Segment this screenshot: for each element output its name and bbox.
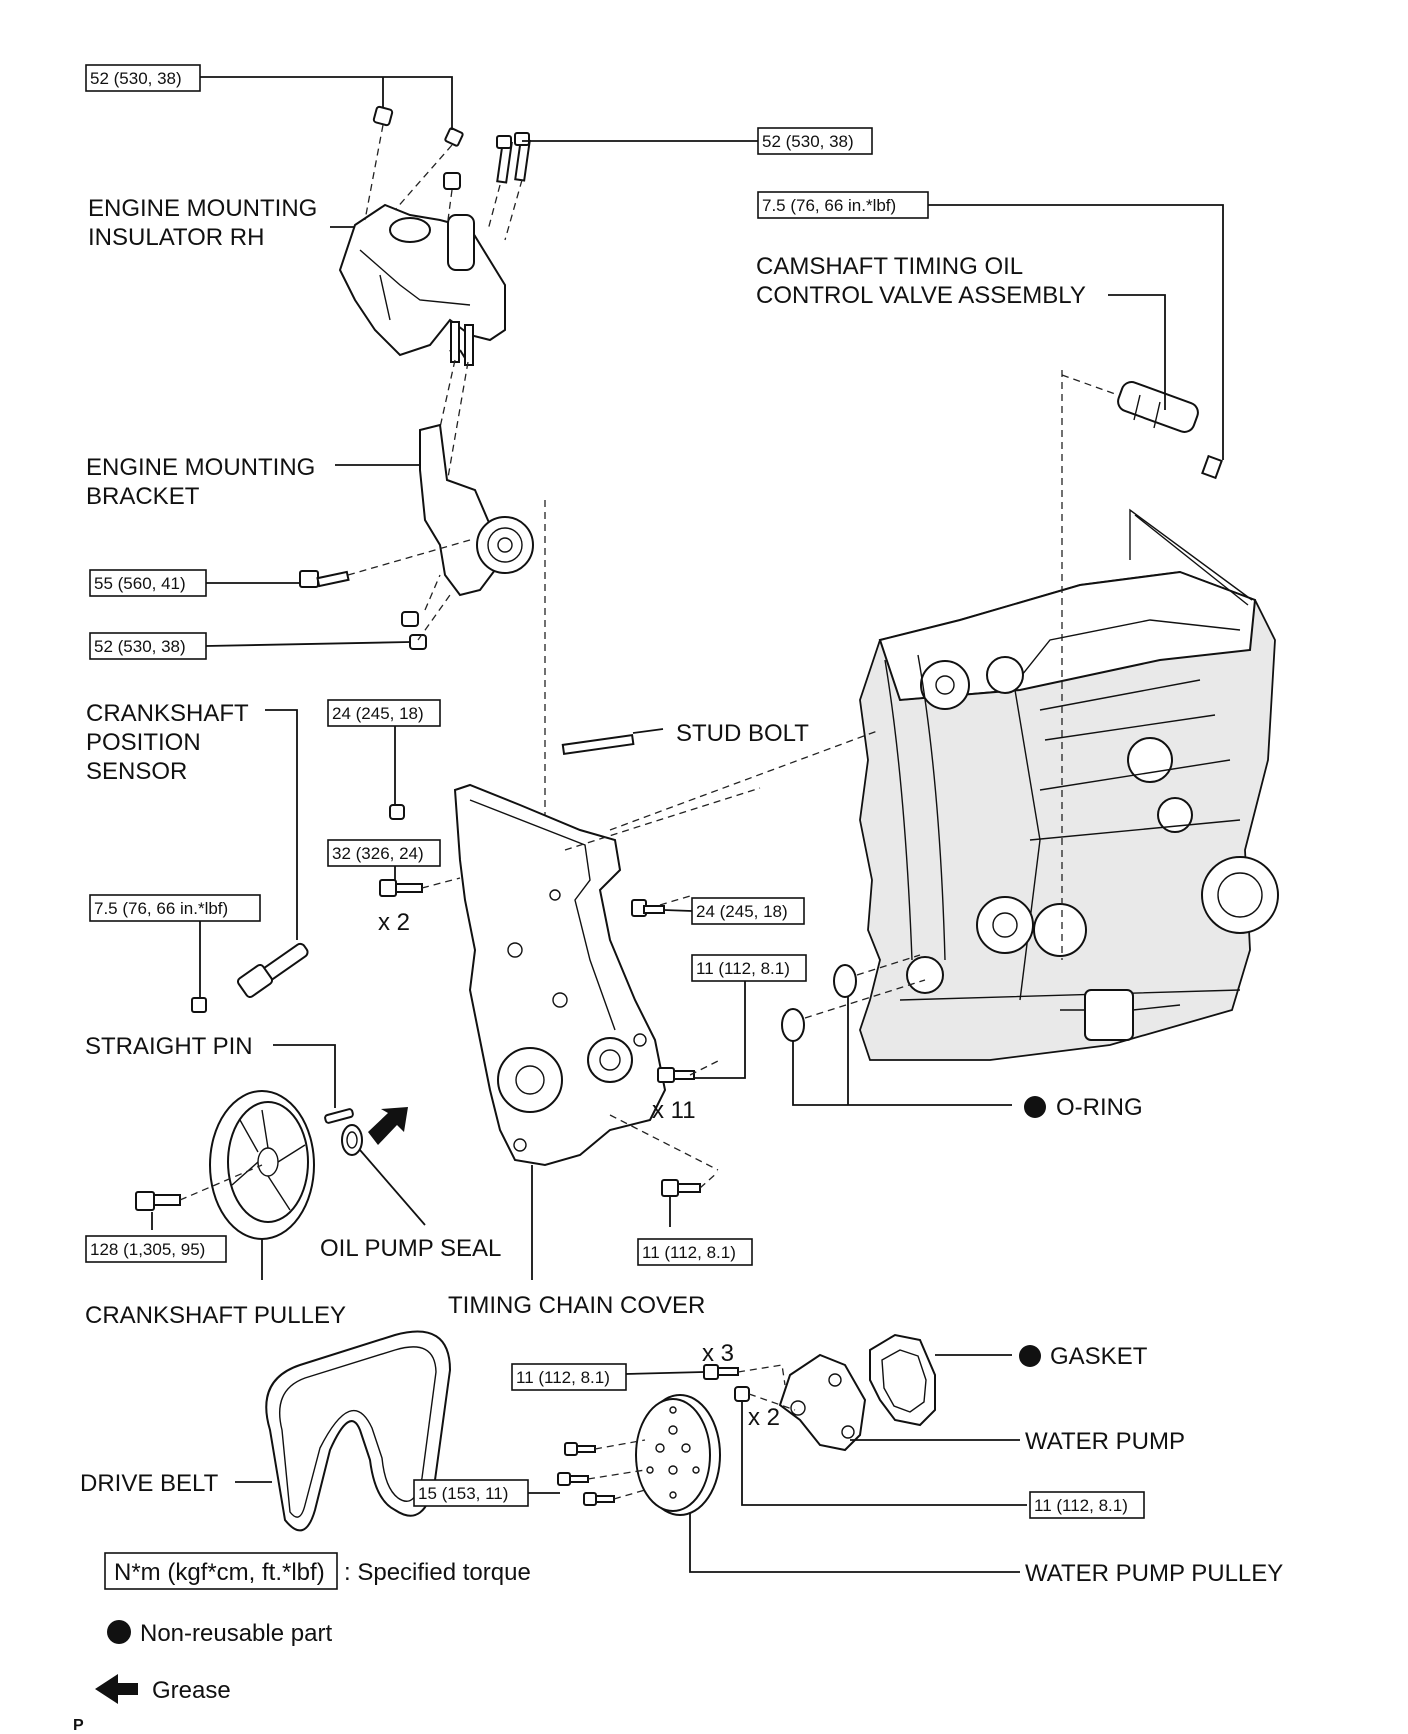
grease-legend-arrow-icon <box>95 1674 138 1704</box>
torque-crank-pulley-bolt: 128 (1,305, 95) <box>90 1240 205 1259</box>
qty-pump-nuts: x 2 <box>748 1404 780 1431</box>
pulley-dashed-line <box>179 1164 263 1201</box>
torque-cover-bolts-x11: 11 (112, 8.1) <box>696 959 790 978</box>
qty-cover-bolt: x 2 <box>378 909 410 936</box>
label-engine-mounting-bracket-line2: BRACKET <box>86 483 200 510</box>
legend-torque-text: : Specified torque <box>344 1559 531 1586</box>
label-engine-mounting-insulator-line2: INSULATOR RH <box>88 224 264 251</box>
label-crankshaft-position-sensor-line2: POSITION <box>86 729 201 756</box>
torque-cover-bottom-bolt: 11 (112, 8.1) <box>642 1243 736 1262</box>
quantity-labels: x 2 x 11 x 3 x 2 <box>378 909 780 1431</box>
timing-chain-cover <box>453 783 667 1167</box>
torque-bracket-nut: 52 (530, 38) <box>94 637 186 656</box>
legend-grease-text: Grease <box>152 1677 231 1704</box>
label-crankshaft-position-sensor-line3: SENSOR <box>86 758 187 785</box>
legend-torque-box-text: N*m (kgf*cm, ft.*lbf) <box>114 1559 325 1586</box>
torque-pulley-bolts: 15 (153, 11) <box>418 1484 508 1503</box>
non-reusable-dot-icon <box>1024 1096 1046 1118</box>
insulator-dashed-lines <box>364 124 523 496</box>
engine-mounting-bracket <box>299 423 534 650</box>
label-crankshaft-position-sensor-line1: CRANKSHAFT <box>86 700 249 727</box>
torque-water-pump-bolts-x3: 11 (112, 8.1) <box>516 1368 610 1387</box>
crankshaft-pulley-part <box>135 1090 315 1240</box>
grease-arrow-icon <box>368 1107 408 1145</box>
bracket-dashed-lines <box>347 500 546 1010</box>
label-camshaft-valve-line1: CAMSHAFT TIMING OIL <box>756 253 1023 280</box>
drive-belt-part <box>265 1330 452 1532</box>
label-camshaft-valve-line2: CONTROL VALVE ASSEMBLY <box>756 282 1086 309</box>
part-labels: ENGINE MOUNTING INSULATOR RH CAMSHAFT TI… <box>80 195 1283 1587</box>
torque-insulator-top: 52 (530, 38) <box>90 69 182 88</box>
corner-mark: P <box>73 1717 84 1734</box>
insulator-fasteners <box>372 105 531 190</box>
camshaft-timing-oil-control-valve <box>1117 381 1223 480</box>
torque-sensor-bolt: 7.5 (76, 66 in.*lbf) <box>94 899 228 918</box>
torque-cover-bolt-x2: 32 (326, 24) <box>332 844 424 863</box>
o-ring-dashed-lines <box>804 954 926 1019</box>
timing-cover-fasteners <box>379 734 701 1197</box>
label-o-ring: O-RING <box>1056 1094 1143 1121</box>
crankshaft-position-sensor-part <box>191 942 309 1013</box>
leader-lines <box>151 76 1224 1573</box>
water-pump-fasteners <box>557 1364 750 1506</box>
non-reusable-legend-icon <box>107 1620 131 1644</box>
o-rings <box>781 964 857 1042</box>
label-water-pump-pulley: WATER PUMP PULLEY <box>1025 1560 1283 1587</box>
legend: N*m (kgf*cm, ft.*lbf) : Specified torque… <box>95 1552 531 1704</box>
gasket-part <box>869 1333 936 1427</box>
legend-non-reusable-text: Non-reusable part <box>140 1620 332 1647</box>
qty-cover-bolts: x 11 <box>652 1097 696 1124</box>
water-pump-pulley-part <box>635 1394 721 1516</box>
label-straight-pin: STRAIGHT PIN <box>85 1033 253 1060</box>
label-stud-bolt: STUD BOLT <box>676 720 809 747</box>
torque-camshaft-valve-bolt: 7.5 (76, 66 in.*lbf) <box>762 196 896 215</box>
water-pump-dashed-lines <box>587 1364 796 1500</box>
non-reusable-dot-icon <box>1019 1345 1041 1367</box>
camshaft-valve-dashed-path <box>1061 374 1119 396</box>
label-drive-belt: DRIVE BELT <box>80 1470 219 1497</box>
torque-cover-stud-nut: 24 (245, 18) <box>696 902 788 921</box>
water-pump-part <box>778 1353 867 1452</box>
torque-cover-nut: 24 (245, 18) <box>332 704 424 723</box>
cover-dashed-lines <box>421 729 881 1189</box>
torque-insulator-bolts: 52 (530, 38) <box>762 132 854 151</box>
label-gasket: GASKET <box>1050 1343 1148 1370</box>
label-water-pump: WATER PUMP <box>1025 1428 1185 1455</box>
engine-mounting-insulator-rh <box>338 203 506 366</box>
qty-pump-bolts: x 3 <box>702 1340 734 1367</box>
label-oil-pump-seal: OIL PUMP SEAL <box>320 1235 501 1262</box>
label-timing-chain-cover: TIMING CHAIN COVER <box>448 1292 705 1319</box>
torque-specs: 52 (530, 38) 52 (530, 38) 7.5 (76, 66 in… <box>85 64 1145 1519</box>
torque-bracket-bolt: 55 (560, 41) <box>94 574 186 593</box>
label-engine-mounting-insulator-line1: ENGINE MOUNTING <box>88 195 317 222</box>
straight-pin-and-seal <box>324 1107 408 1156</box>
label-engine-mounting-bracket-line1: ENGINE MOUNTING <box>86 454 315 481</box>
engine-block-illustration <box>859 508 1279 1061</box>
label-crankshaft-pulley: CRANKSHAFT PULLEY <box>85 1302 346 1329</box>
torque-water-pump-nuts-x2: 11 (112, 8.1) <box>1034 1496 1128 1515</box>
